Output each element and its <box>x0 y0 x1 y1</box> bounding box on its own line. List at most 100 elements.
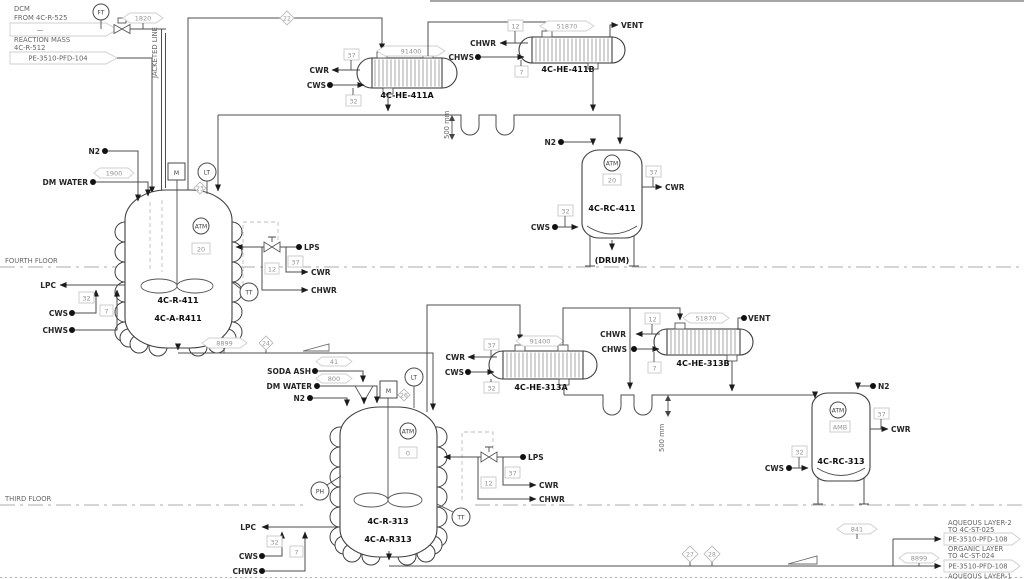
tag-23 <box>193 181 207 195</box>
r313-lps-valve <box>480 451 490 463</box>
rc411-n2-label: N2 <box>545 138 557 147</box>
svg-text:37: 37 <box>508 470 516 478</box>
he411a-label: 4C-HE-411A <box>380 91 434 100</box>
svg-text:TT: TT <box>244 290 253 297</box>
organic-layer-connector: 8899 ORGANIC LAYER TO 4C-ST-024 PE-3510-… <box>898 545 1021 579</box>
svg-text:37: 37 <box>487 342 495 350</box>
vent-bottom-label: VENT <box>748 314 771 323</box>
organic-line1: ORGANIC LAYER <box>948 545 1003 553</box>
vent-top-label: VENT <box>621 21 644 30</box>
rc313-cws-label: CWS <box>765 464 784 473</box>
drum-4c-rc-313: N2 ATM AMB 37 CWR CWS 32 4C-RC-313 <box>765 382 911 505</box>
svg-text:51870: 51870 <box>557 23 578 31</box>
bottom-condensate-header: 500 mm <box>563 308 818 452</box>
svg-text:23: 23 <box>196 186 204 193</box>
aqueous1-line1: AQUEOUS LAYER-1 <box>948 573 1012 579</box>
svg-text:1900: 1900 <box>106 170 123 178</box>
he411b-inlet-nozzle <box>541 30 553 38</box>
he411a-cws-dot <box>327 82 333 88</box>
svg-text:ATM: ATM <box>402 429 414 436</box>
aqueous2-line2: TO 4C-ST-025 <box>947 526 994 534</box>
svg-text:91400: 91400 <box>401 48 422 56</box>
svg-text:37: 37 <box>877 411 885 419</box>
svg-text:37: 37 <box>347 52 355 60</box>
svg-text:ATM: ATM <box>832 408 844 415</box>
rc411-cwr-label: CWR <box>665 183 685 192</box>
r313-lps-label: LPS <box>528 453 544 462</box>
ft-label: FT <box>97 10 104 17</box>
he411a-cws-label: CWS <box>307 81 326 90</box>
exchanger-4c-he-313b: 51870 4C-HE-313B 12 CHWR CHWS 7 VENT <box>562 307 771 374</box>
r313-cws-label: CWS <box>239 552 258 561</box>
reactor-4c-r-313: M LT 26 ATM 0 4C-R-313 4C-A-R313 PH TT L… <box>233 367 565 576</box>
dcm-line-tag <box>122 12 164 24</box>
he313b-chws-label: CHWS <box>602 345 627 354</box>
r411-chws-label: CHWS <box>43 326 68 335</box>
svg-text:841: 841 <box>851 526 863 534</box>
svg-text:12: 12 <box>511 23 519 31</box>
he313b-tubes <box>670 330 736 354</box>
svg-text:26: 26 <box>400 393 408 400</box>
svg-text:8899: 8899 <box>911 555 928 563</box>
tag-800 <box>315 373 353 384</box>
svg-text:0: 0 <box>406 450 410 458</box>
he313b-inlet-nozzle <box>674 322 686 330</box>
tag-8899-out411 <box>201 337 248 349</box>
r411-atm-instrument <box>192 217 210 235</box>
r411-vapor-line: 22 <box>187 10 385 191</box>
dcm-line1: DCM <box>14 5 30 13</box>
svg-text:LT: LT <box>411 375 418 382</box>
tag-41 <box>315 356 353 367</box>
svg-text:12: 12 <box>484 480 492 488</box>
he313b-label: 4C-HE-313B <box>676 359 729 368</box>
svg-text:32: 32 <box>561 208 569 216</box>
svg-text:28: 28 <box>708 552 716 559</box>
he411b-chwr-label: CHWR <box>470 39 496 48</box>
r313-signal-lines <box>461 431 494 500</box>
r411-agitator-blade <box>140 278 178 294</box>
r411-lpc-label: LPC <box>40 281 56 290</box>
svg-text:37: 37 <box>291 259 299 267</box>
r313-atm-instrument <box>399 422 417 440</box>
r313-chws-label: CHWS <box>233 567 258 576</box>
he411b-chws-label: CHWS <box>449 53 474 62</box>
dcm-flag <box>9 22 118 37</box>
rc313-cws-dot <box>786 465 792 471</box>
rc411-label: 4C-RC-411 <box>588 204 636 213</box>
svg-text:800: 800 <box>328 375 340 383</box>
r313-cwr-label: CWR <box>539 481 559 490</box>
svg-text:12: 12 <box>268 266 276 274</box>
he313a-cwr-label: CWR <box>445 353 465 362</box>
charging-funnel <box>354 385 374 399</box>
svg-text:ATM: ATM <box>606 161 618 168</box>
rc313-atm-instrument <box>829 401 847 419</box>
r411-chwr-label: CHWR <box>311 286 337 295</box>
reaction-mass-flag <box>9 51 118 65</box>
r313-feeds: SODA ASH 41 800 DM WATER N2 <box>267 356 380 407</box>
aqueous2-line1: AQUEOUS LAYER-2 <box>948 519 1012 527</box>
slope-symbol-bottom <box>787 555 818 565</box>
svg-text:32: 32 <box>349 98 357 106</box>
r411-cws-label: CWS <box>49 309 68 318</box>
he411b-chws-dot <box>475 54 481 60</box>
exchanger-4c-he-313a: 91400 4C-HE-313A CWR 37 CWS 32 <box>445 335 598 394</box>
svg-text:32: 32 <box>795 449 803 457</box>
tag-841 <box>836 523 878 535</box>
floor-lines: FOURTH FLOOR THIRD FLOOR <box>0 257 1024 506</box>
organic-flag-text: PE-3510-PFD-108 <box>948 563 1007 571</box>
exchanger-4c-he-411b: 51870 4C-HE-411B 12 CHWR CHWS 7 VENT <box>427 19 644 78</box>
he313a-inlet-nozzle <box>514 344 526 352</box>
he313a-cws-dot <box>465 369 471 375</box>
dcm-flag-text: — <box>37 27 44 35</box>
he313a-tubes <box>506 352 580 378</box>
tag-8899-organic <box>898 552 940 564</box>
svg-text:ATM: ATM <box>195 224 207 231</box>
he313a-outlet-nozzle <box>557 344 569 352</box>
r411-tt-instrument <box>239 282 259 302</box>
rc313-label: 4C-RC-313 <box>817 457 864 466</box>
r411-baffles <box>149 200 163 272</box>
svg-text:20: 20 <box>608 177 616 185</box>
tag-26 <box>397 388 411 402</box>
svg-text:32: 32 <box>82 295 90 303</box>
